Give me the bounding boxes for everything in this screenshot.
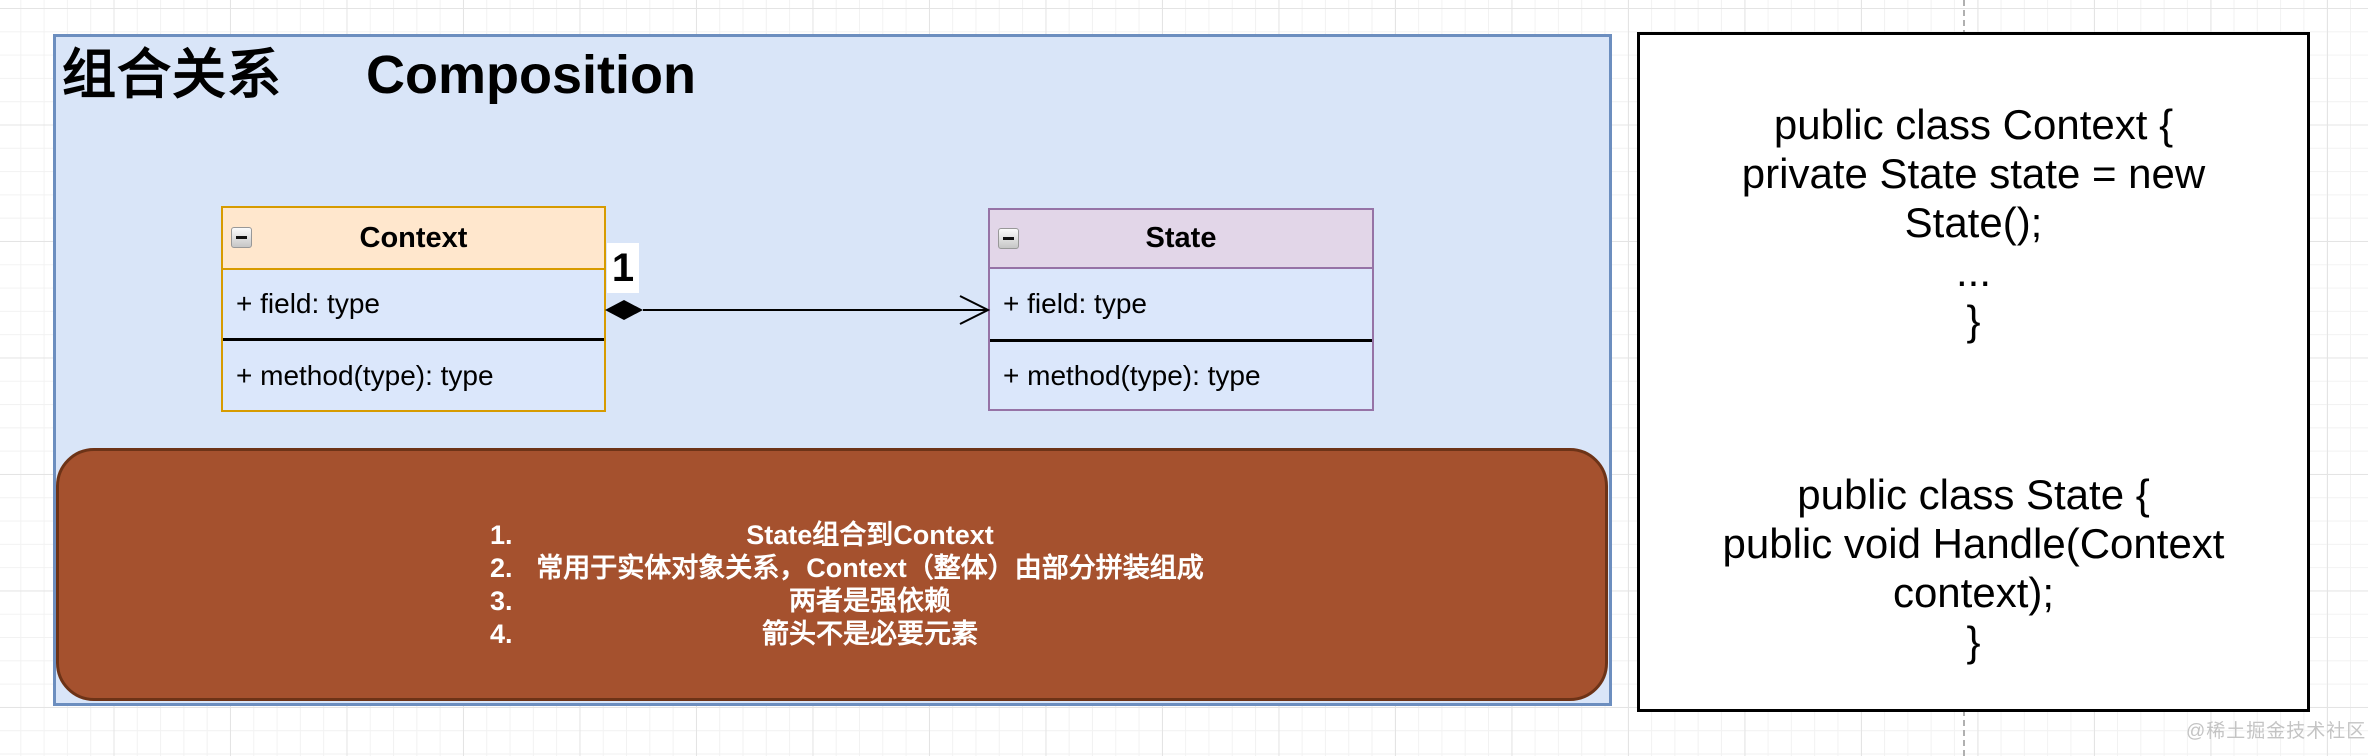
collapse-minus-icon[interactable] xyxy=(998,227,1019,249)
collapse-minus-icon[interactable] xyxy=(231,227,252,248)
page-title-cn: 组合关系 xyxy=(62,45,282,105)
composition-connector[interactable] xyxy=(600,288,995,332)
code-line: } xyxy=(1966,618,1981,665)
note-item: 3. 两者是强依赖 xyxy=(490,585,1250,618)
notes-box[interactable]: 1. State组合到Context 2. 常用于实体对象关系，Context（… xyxy=(56,448,1608,701)
code-line: ... xyxy=(1955,248,1991,295)
page-title: 组合关系 Composition xyxy=(62,45,696,105)
class-row-field: + field: type xyxy=(1003,288,1147,319)
attributes-methods-divider xyxy=(223,338,604,341)
code-line: public class Context { xyxy=(1773,101,2174,148)
attributes-methods-divider xyxy=(990,339,1372,342)
class-header-state: State xyxy=(990,210,1372,269)
note-number: 4. xyxy=(490,619,513,649)
code-line: context); xyxy=(1892,569,2055,616)
composition-diamond-icon xyxy=(605,300,643,320)
class-row-method: + method(type): type xyxy=(236,359,494,391)
class-header-context: Context xyxy=(223,208,604,270)
class-box-context[interactable]: Context + field: type + method(type): ty… xyxy=(221,206,606,412)
code-block-context: public class Context { private State sta… xyxy=(1640,100,2307,345)
multiplicity-label: 1 xyxy=(607,243,639,293)
composition-panel[interactable]: 组合关系 Composition Context + field: type + … xyxy=(53,34,1612,706)
notes-list: 1. State组合到Context 2. 常用于实体对象关系，Context（… xyxy=(490,519,1250,651)
class-name: State xyxy=(1145,222,1217,254)
note-text: State组合到Context xyxy=(746,520,994,550)
class-box-state[interactable]: State + field: type + method(type): type xyxy=(988,208,1374,411)
code-panel[interactable]: public class Context { private State sta… xyxy=(1637,32,2310,712)
code-line: State(); xyxy=(1904,199,2043,246)
class-name: Context xyxy=(359,221,468,254)
class-row-method: + method(type): type xyxy=(1003,359,1261,391)
code-line: private State state = new xyxy=(1741,150,2206,197)
code-block-state: public class State { public void Handle(… xyxy=(1640,470,2307,666)
class-row-field: + field: type xyxy=(236,288,380,319)
note-text: 箭头不是必要元素 xyxy=(762,619,978,649)
note-item: 1. State组合到Context xyxy=(490,519,1250,552)
note-number: 2. xyxy=(490,553,513,583)
code-line: public class State { xyxy=(1797,471,2150,518)
note-text: 常用于实体对象关系，Context（整体）由部分拼装组成 xyxy=(536,553,1204,583)
code-line: public void Handle(Context xyxy=(1722,520,2225,567)
note-item: 2. 常用于实体对象关系，Context（整体）由部分拼装组成 xyxy=(490,552,1250,585)
open-arrowhead-icon xyxy=(959,295,991,325)
note-number: 3. xyxy=(490,586,513,616)
note-item: 4. 箭头不是必要元素 xyxy=(490,618,1250,651)
note-number: 1. xyxy=(490,520,513,550)
note-text: 两者是强依赖 xyxy=(789,586,951,616)
code-line: } xyxy=(1966,297,1981,344)
watermark: @稀土掘金技术社区 xyxy=(2186,721,2367,742)
page-title-en: Composition xyxy=(366,45,696,105)
